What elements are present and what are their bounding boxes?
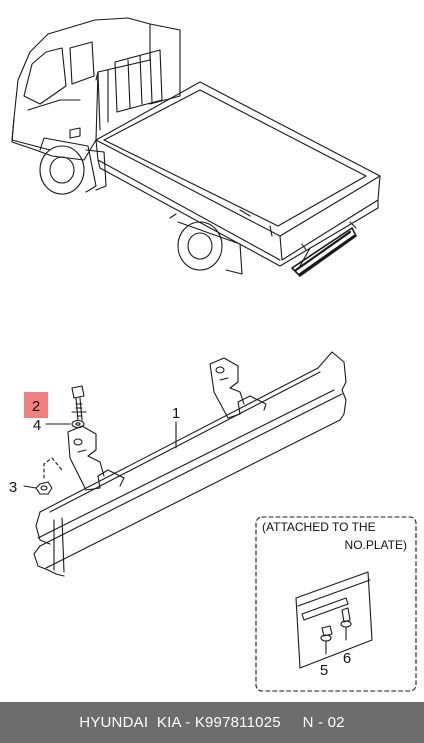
truck-illustration [11,17,381,277]
leader-line-3 [23,485,37,489]
highlight-box [24,392,48,418]
bolt-part-2 [71,385,85,421]
callout-6: 6 [343,650,351,667]
nut-part-3 [35,457,63,495]
footer-brand: HYUNDAI KIA - [79,714,195,731]
inset-number-plate-detail [255,516,417,692]
footer-part-number: K997811025 [194,714,281,731]
footer-spacer [281,714,303,731]
callout-5: 5 [320,662,328,679]
callout-2: 2 [32,398,40,415]
footer-page: N - 02 [302,714,345,731]
rear-underrun-bumper [33,351,347,577]
inset-caption-line2: NO.PLATE) [345,538,407,552]
callout-3: 3 [9,479,17,496]
inset-caption-line1: (ATTACHED TO THE [262,520,376,534]
callout-4: 4 [33,417,41,434]
washer-part-4 [71,419,85,429]
parts-diagram: 2 4 3 1 5 6 (ATTACHED TO THE NO.PLATE) [9,17,417,692]
callout-1: 1 [172,405,180,422]
footer-bar: HYUNDAI KIA - K997811025 N - 02 [0,702,424,743]
